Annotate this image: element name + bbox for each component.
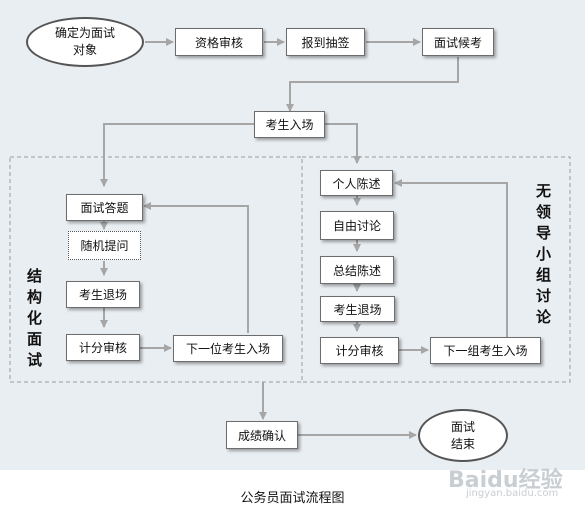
baidu-watermark: Baidu经验: [448, 468, 563, 493]
random-question-box: 随机提问: [68, 231, 141, 260]
summary-statement-box: 总结陈述: [320, 256, 394, 284]
score-review-box-a: 计分审核: [66, 334, 140, 361]
next-candidate-box: 下一位考生入场: [173, 335, 283, 362]
arrow-next-group-back-to-statement: [394, 179, 508, 337]
arrow-next-back-to-answer: [143, 202, 249, 333]
arrow-waiting-to-enter: [286, 57, 459, 112]
personal-statement-box: 个人陈述: [320, 170, 393, 196]
end-node: 面试 结束: [418, 409, 508, 462]
free-discussion-box: 自由讨论: [320, 211, 394, 240]
candidate-exit-box-b: 考生退场: [320, 296, 395, 322]
diagram-caption: 公务员面试流程图: [240, 491, 345, 506]
candidate-exit-box-a: 考生退场: [66, 281, 140, 308]
arrow-enter-to-structured: [100, 123, 254, 187]
leaderless-section-frame: [301, 156, 571, 383]
answer-box: 面试答题: [66, 194, 143, 221]
start-node: 确定为面试 对象: [26, 17, 144, 67]
confirm-results-box: 成绩确认: [226, 421, 298, 449]
score-review-box-b: 计分审核: [320, 337, 399, 364]
start-node-line-2: 对象: [72, 43, 97, 57]
leaderless-section-label: 无领导小组讨论: [534, 183, 552, 330]
waiting-box: 面试候考: [422, 28, 494, 56]
end-node-line-2: 结束: [450, 436, 475, 451]
end-node-line-1: 面试: [450, 419, 475, 434]
check-in-draw-box: 报到抽签: [286, 28, 365, 56]
baidu-watermark-url: jingyan.baidu.com: [466, 488, 559, 499]
qualification-review-box: 资格审核: [175, 28, 263, 56]
arrow-enter-to-leaderless: [325, 123, 361, 164]
next-group-box: 下一组考生入场: [430, 337, 541, 364]
start-node-line-1: 确定为面试: [54, 26, 115, 40]
structured-section-label: 结构化面试: [25, 268, 43, 373]
candidate-enter-box: 考生入场: [254, 111, 325, 138]
